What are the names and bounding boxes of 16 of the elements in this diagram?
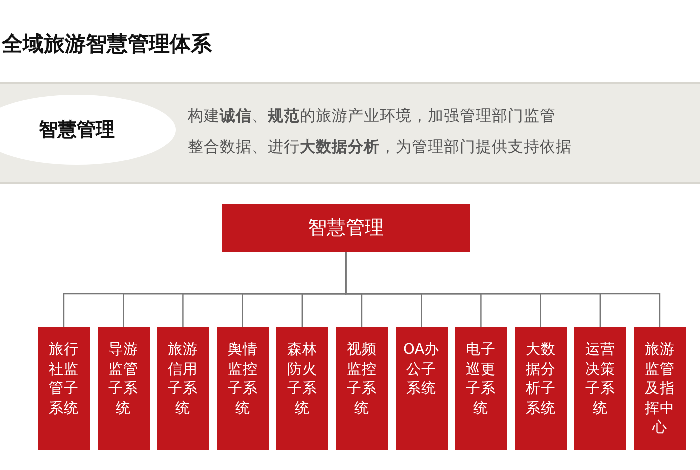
subsystem-box: 导游监管子系统 — [98, 327, 150, 450]
description-text: 整合数据、进行大数据分析，为管理部门提供支持依据 — [188, 137, 572, 158]
subsystem-box: OA办公子系统 — [396, 327, 448, 450]
description-text: 构建诚信、规范的旅游产业环境，加强管理部门监管 — [188, 106, 556, 127]
subsystem-box: 运营决策子系统 — [574, 327, 626, 450]
subsystem-box: 舆情监控子系统 — [216, 327, 269, 450]
title-box: 智慧管理 — [222, 204, 470, 252]
subsystem-box: 电子巡更子系统 — [455, 327, 508, 450]
subsystem-box: 大数据分析子系统 — [514, 327, 567, 450]
subsystem-box: 旅游信用子系统 — [157, 327, 210, 450]
subsystem-box: 视频监控子系统 — [336, 327, 388, 450]
subsystem-box: 旅行社监管子系统 — [38, 327, 90, 450]
subsystem-box: 旅游监管及指挥中心 — [634, 327, 686, 450]
title: 全域旅游智慧管理体系 — [2, 31, 212, 58]
connector-line — [345, 252, 661, 327]
subsystem-box: 森林防火子系统 — [276, 327, 328, 450]
